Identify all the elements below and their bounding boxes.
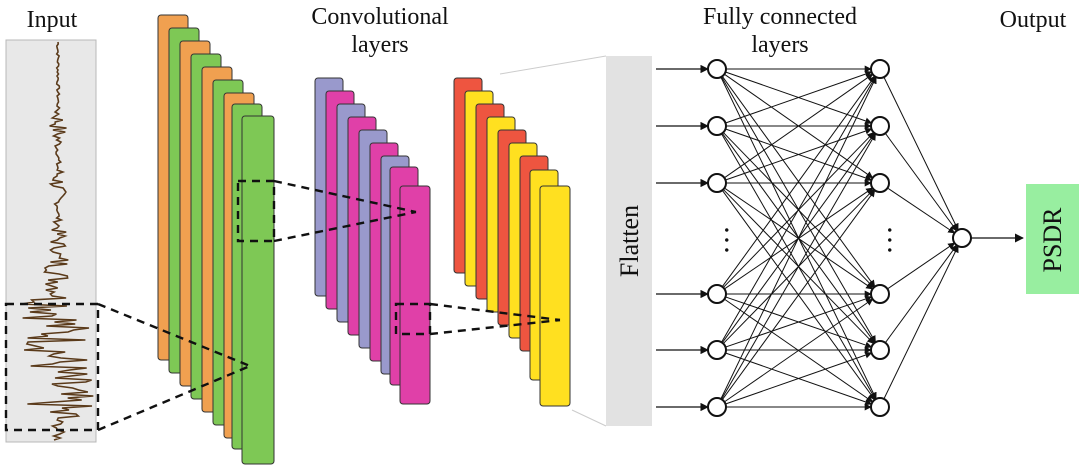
projection-line — [429, 302, 561, 322]
flatten-guide-bottom — [571, 409, 607, 427]
output-title: Output — [1000, 7, 1067, 33]
fc-title-line1: Fully connected — [703, 4, 857, 30]
fc-output-edge — [883, 245, 959, 400]
fc-edge — [721, 76, 876, 343]
fc-output-edge — [887, 187, 956, 234]
hidden-layer-1-ellipsis: ··· — [710, 225, 743, 255]
fc-edge — [724, 73, 874, 179]
hidden-layer-2-node — [870, 173, 890, 193]
conv-title-line1: Convolutional — [311, 4, 449, 30]
feature-map-magenta-front — [399, 185, 431, 405]
fc-title-line2: layers — [751, 32, 808, 58]
hidden-layer-2-node — [870, 284, 890, 304]
fc-edge — [721, 75, 876, 288]
fc-edge — [725, 351, 873, 405]
fc-edge — [720, 76, 877, 400]
projection-line — [273, 179, 417, 214]
conv-block-1 — [157, 14, 275, 465]
fc-edge — [721, 189, 876, 401]
feature-map-green-front — [241, 115, 275, 465]
hidden-layer-2-node — [870, 340, 890, 360]
input-receptive-field-box — [4, 302, 100, 432]
fc-edge — [725, 70, 873, 124]
hidden-layer-1-node — [707, 340, 727, 360]
fc-output-edge — [884, 244, 958, 344]
hidden-layer-1-node — [707, 116, 727, 136]
fc-input-arrows — [656, 64, 709, 412]
flatten-label: Flatten — [615, 205, 644, 277]
hidden-layer-2-node — [870, 59, 890, 79]
hidden-layer-1-node — [707, 397, 727, 417]
hidden-layer-2-ellipsis: ··· — [873, 225, 906, 255]
output-node — [952, 228, 972, 248]
fc-output-edge — [887, 242, 956, 290]
hidden-layer-2-node — [870, 397, 890, 417]
projection-line — [429, 318, 561, 336]
input-signal-waveform — [21, 41, 94, 441]
conv1-receptive-field-box — [236, 179, 276, 243]
input-title: Input — [27, 7, 78, 33]
psdr-output-box — [1026, 184, 1079, 294]
flatten-layer — [606, 56, 652, 426]
fc-nodes — [707, 59, 972, 417]
flatten-block: Flatten — [499, 55, 652, 427]
feature-map-yellow-front — [539, 185, 571, 407]
conv-block-2 — [314, 77, 431, 405]
fc-edge — [724, 298, 874, 403]
fc-edge — [721, 133, 876, 400]
conv-block-3 — [453, 77, 571, 407]
fc-output-edge — [883, 76, 959, 231]
conv2-receptive-field-box — [394, 302, 432, 336]
hidden-layer-2-node — [870, 116, 890, 136]
psdr-label: PSDR — [1038, 207, 1067, 273]
fc-output-edge — [884, 132, 958, 232]
input-panel — [4, 39, 100, 443]
projection-line — [273, 210, 417, 243]
hidden-layer-1-node — [707, 173, 727, 193]
fc-connections — [720, 65, 959, 411]
hidden-layer-1-node — [707, 59, 727, 79]
conv-title-line2: layers — [351, 32, 408, 58]
receptive-field-projections — [97, 179, 561, 432]
flatten-guide-top — [499, 55, 607, 75]
hidden-layer-1-node — [707, 284, 727, 304]
